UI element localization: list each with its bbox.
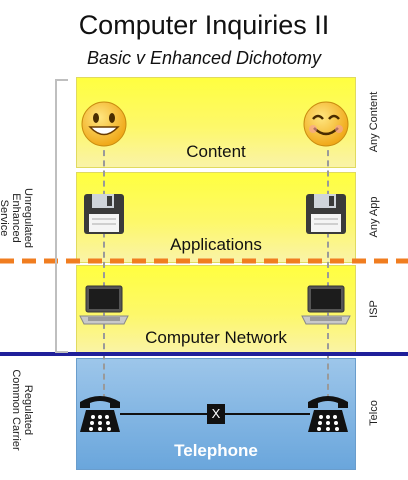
- diagram-title: Computer Inquiries II: [78, 10, 330, 40]
- right-label-isp: ISP: [368, 300, 380, 318]
- floppy-disk-icon: [84, 194, 124, 234]
- diagram-subtitle: Basic v Enhanced Dichotomy: [86, 48, 322, 68]
- common-carrier-divider: [0, 352, 408, 356]
- enhanced-service-divider: [0, 258, 408, 264]
- telephone-icon: [80, 396, 120, 432]
- unregulated-bracket: [55, 79, 68, 353]
- switch-icon: X: [207, 404, 225, 424]
- left-label-unregulated: Unregulated Enhanced Service: [0, 188, 34, 248]
- smiley-icon: [303, 101, 349, 147]
- telephone-icon: [308, 396, 348, 432]
- computer-network-layer: Computer Network: [76, 265, 356, 355]
- right-connector-line: [327, 140, 329, 400]
- laptop-icon: [301, 285, 351, 325]
- right-label-any-content: Any Content: [368, 91, 380, 153]
- smiley-icon: [81, 101, 127, 147]
- computer-network-layer-label: Computer Network: [145, 328, 287, 347]
- telephone-layer-label: Telephone: [174, 441, 258, 460]
- left-label-regulated: Regulated Common Carrier: [10, 369, 34, 451]
- left-connector-line: [103, 140, 105, 400]
- content-layer-label: Content: [186, 142, 246, 161]
- applications-layer-label: Applications: [170, 235, 262, 254]
- laptop-icon: [79, 285, 129, 325]
- right-label-telco: Telco: [368, 400, 380, 426]
- floppy-disk-icon: [306, 194, 346, 234]
- right-label-any-app: Any App: [368, 196, 380, 238]
